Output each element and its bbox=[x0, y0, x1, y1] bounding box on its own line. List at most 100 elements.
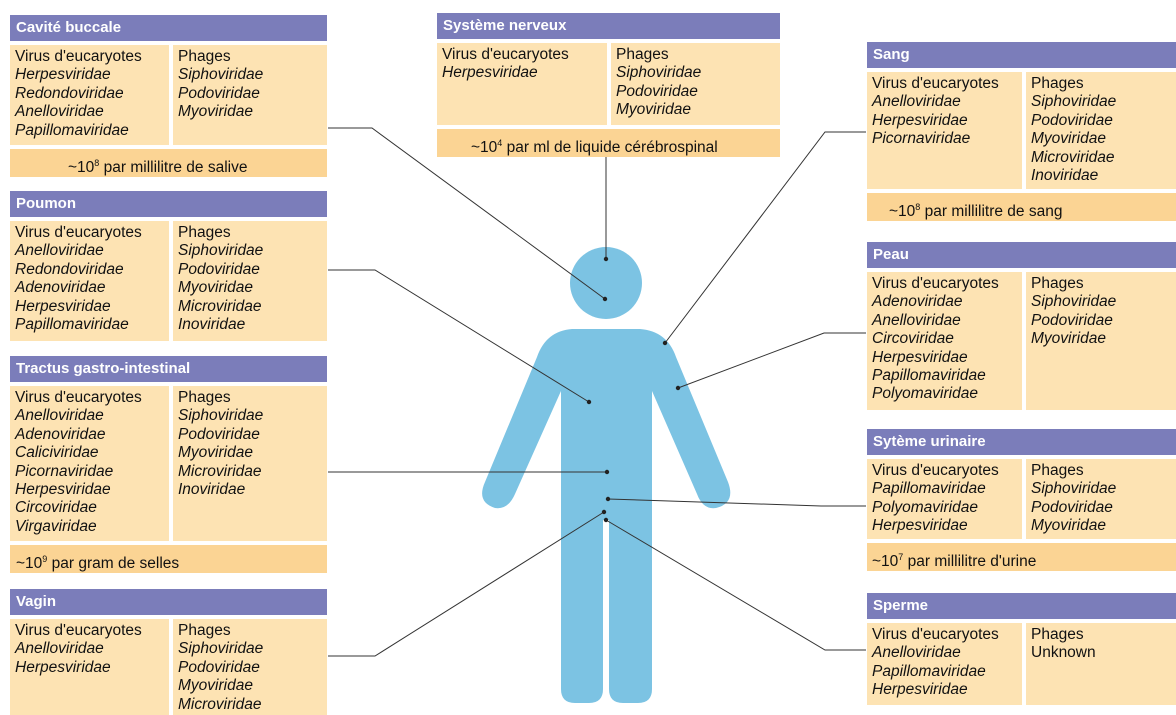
virus-family: Myoviridae bbox=[1031, 517, 1106, 535]
count-exponent: 8 bbox=[915, 202, 921, 212]
column-title: Virus d'eucaryotes bbox=[15, 224, 142, 241]
virus-family: Herpesviridae bbox=[15, 481, 111, 499]
connector-sperme bbox=[605, 519, 866, 651]
virus-family: Picornaviridae bbox=[872, 130, 971, 148]
connector-poumon bbox=[328, 269, 590, 403]
virus-family: Caliciviridae bbox=[15, 444, 99, 462]
virus-family: Redondoviridae bbox=[15, 260, 124, 278]
virus-family: Inoviridae bbox=[178, 481, 246, 499]
connector-urinaire bbox=[607, 498, 866, 507]
virus-family: Adenoviridae bbox=[15, 279, 106, 297]
column-title: Virus d'eucaryotes bbox=[15, 48, 142, 65]
panel-title: Vagin bbox=[10, 589, 327, 615]
panel-title: Système nerveux bbox=[437, 13, 780, 39]
virus-family: Herpesviridae bbox=[442, 64, 538, 82]
column-title: Virus d'eucaryotes bbox=[872, 75, 999, 92]
virus-family: Podoviridae bbox=[178, 658, 260, 676]
virus-family: Picornaviridae bbox=[15, 462, 114, 480]
viral-count: ~104 par ml de liquide cérébrospinal bbox=[437, 129, 780, 157]
virus-family: Microviridae bbox=[178, 695, 262, 713]
connector-peau bbox=[677, 332, 866, 389]
virus-family: Adenoviridae bbox=[15, 425, 106, 443]
virus-family: Anelloviridae bbox=[15, 242, 104, 260]
virus-family: Polyomaviridae bbox=[872, 498, 978, 516]
virus-family: Herpesviridae bbox=[872, 111, 968, 129]
viral-count: ~108 par millilitre de sang bbox=[867, 193, 1176, 221]
count-exponent: 7 bbox=[898, 552, 904, 562]
virus-family: Siphoviridae bbox=[1031, 93, 1117, 111]
phage-list: Unknown bbox=[1031, 644, 1171, 662]
virus-family: Myoviridae bbox=[1031, 330, 1106, 348]
viral-count: ~107 par millilitre d'urine bbox=[867, 543, 1176, 571]
virus-family: Unknown bbox=[1031, 644, 1096, 662]
column-title: Virus d'eucaryotes bbox=[872, 626, 999, 643]
connector-dots bbox=[586, 256, 681, 523]
virus-family: Anelloviridae bbox=[872, 311, 961, 329]
virus-family: Microviridae bbox=[178, 297, 262, 315]
column-title: Phages bbox=[1031, 75, 1084, 92]
virus-family: Microviridae bbox=[1031, 148, 1115, 166]
panel-title: Cavité buccale bbox=[10, 15, 327, 41]
virus-family: Adenoviridae bbox=[872, 293, 963, 311]
virus-family: Siphoviridae bbox=[178, 640, 264, 658]
virus-family: Redondoviridae bbox=[15, 84, 124, 102]
column-title: Phages bbox=[1031, 462, 1084, 479]
connector-vagin bbox=[328, 511, 605, 657]
figure-torso bbox=[482, 329, 731, 520]
virus-family: Siphoviridae bbox=[1031, 293, 1117, 311]
panel-systeme-urinaire: Sytème urinaire Virus d'eucaryotes Papil… bbox=[867, 429, 1176, 571]
virus-family: Herpesviridae bbox=[872, 517, 968, 535]
figure-head bbox=[570, 247, 642, 319]
virus-family: Podoviridae bbox=[178, 84, 260, 102]
virus-family: Podoviridae bbox=[1031, 498, 1113, 516]
panel-title: Sperme bbox=[867, 593, 1176, 619]
virus-family: Papillomaviridae bbox=[15, 121, 129, 139]
panel-title: Tractus gastro-intestinal bbox=[10, 356, 327, 382]
virus-family: Inoviridae bbox=[1031, 167, 1099, 185]
virus-family: Siphoviridae bbox=[178, 407, 264, 425]
column-title: Virus d'eucaryotes bbox=[15, 622, 142, 639]
virus-family: Circoviridae bbox=[872, 330, 954, 348]
virus-family: Papillomaviridae bbox=[872, 662, 986, 680]
connector-cavite-buccale bbox=[328, 127, 606, 300]
virus-family: Myoviridae bbox=[178, 279, 253, 297]
figure-right-leg bbox=[609, 505, 652, 703]
virus-family: Circoviridae bbox=[15, 499, 97, 517]
column-title: Phages bbox=[616, 46, 669, 63]
count-exponent: 4 bbox=[497, 138, 503, 148]
virus-family: Inoviridae bbox=[178, 316, 246, 334]
virus-family: Podoviridae bbox=[178, 260, 260, 278]
eukaryote-virus-column: Virus d'eucaryotes Herpesviridae bbox=[437, 43, 607, 125]
virus-family: Anelloviridae bbox=[15, 640, 104, 658]
column-title: Phages bbox=[1031, 626, 1084, 643]
virus-family: Myoviridae bbox=[178, 444, 253, 462]
virus-family: Myoviridae bbox=[178, 103, 253, 121]
virus-family: Anelloviridae bbox=[15, 407, 104, 425]
